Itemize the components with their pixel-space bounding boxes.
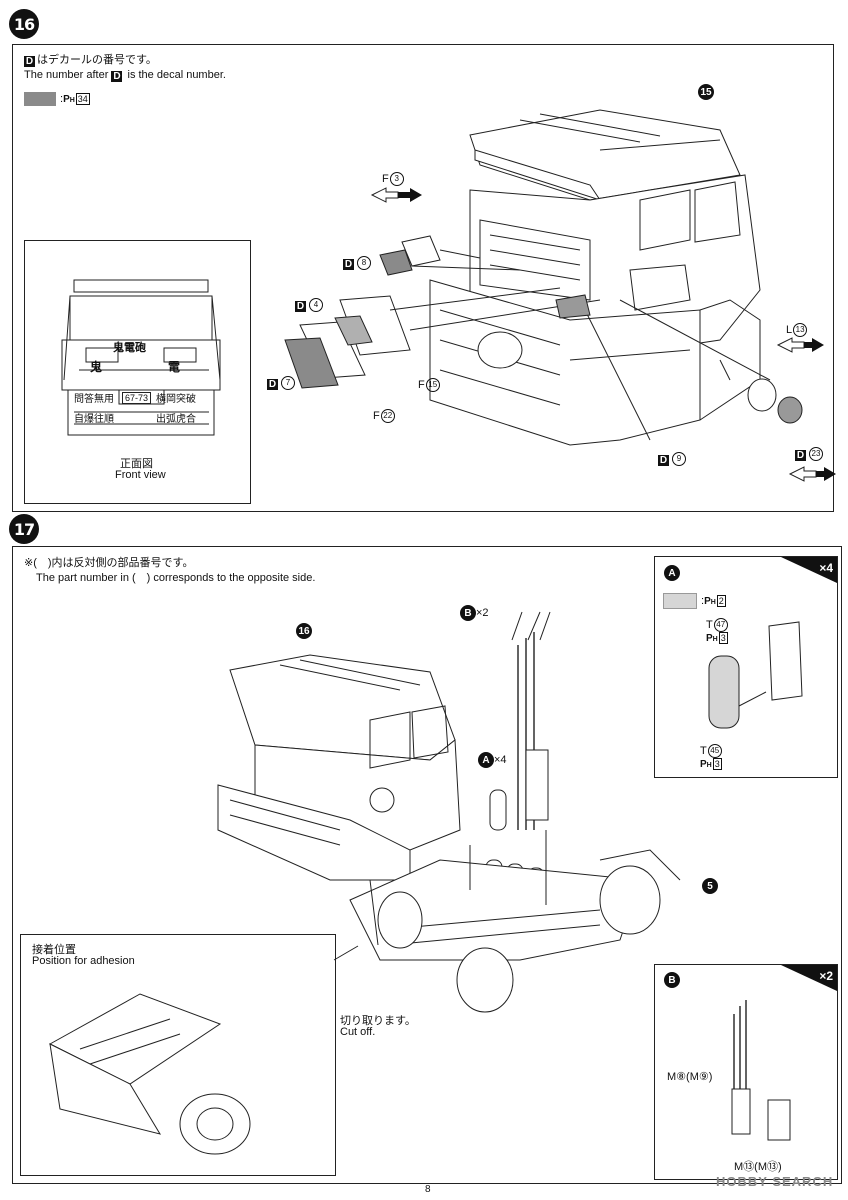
label-a-x4: A×4 (478, 752, 507, 768)
box-a-drawing (708, 621, 803, 729)
label-m8: M⑧(M⑨) (667, 1071, 713, 1083)
front-sign-3: 電 (168, 360, 181, 374)
adhesion-label-jp: 接着位置 (32, 944, 76, 956)
cut-off-jp: 切り取ります。 (340, 1015, 416, 1027)
step-17-note: ※( )内は反対側の部品番号です。 The part number in ( )… (24, 557, 316, 584)
gray-swatch (24, 92, 56, 107)
front-sign-4: 問答無用 (74, 394, 114, 405)
front-sign-1: 鬼電砲 (113, 342, 146, 354)
front-sign-2: 鬼 (90, 360, 103, 374)
cab-exploded-drawing (284, 109, 836, 482)
ref-5: 5 (702, 878, 718, 894)
label-m13: M⑬(M⑬) (734, 1161, 782, 1173)
box-a-letter: A (664, 565, 680, 581)
watermark: HOBBY SEARCH (716, 1174, 834, 1189)
front-sign-6: 自爆往順 (74, 414, 114, 425)
front-view-label-jp: 正面図 (120, 458, 153, 470)
step-16-number: 16 (9, 9, 39, 39)
front-view-drawing (61, 279, 221, 436)
page-number: 8 (425, 1184, 431, 1195)
step-17-number: 17 (9, 514, 39, 544)
adhesion-label-en: Position for adhesion (32, 955, 135, 967)
cut-off-en: Cut off. (340, 1026, 376, 1038)
ref-15: 15 (698, 84, 714, 100)
box-b-drawing (731, 1000, 791, 1141)
front-plate: 67-73 (122, 392, 152, 404)
front-sign-5: 横岡突破 (156, 394, 196, 405)
front-sign-7: 出弧虎合 (156, 414, 196, 425)
label-b-x2: B×2 (460, 605, 489, 621)
adhesion-drawing (48, 993, 251, 1155)
front-view-label-en: Front view (115, 469, 166, 481)
ref-16: 16 (296, 623, 312, 639)
box-b-letter: B (664, 972, 680, 988)
